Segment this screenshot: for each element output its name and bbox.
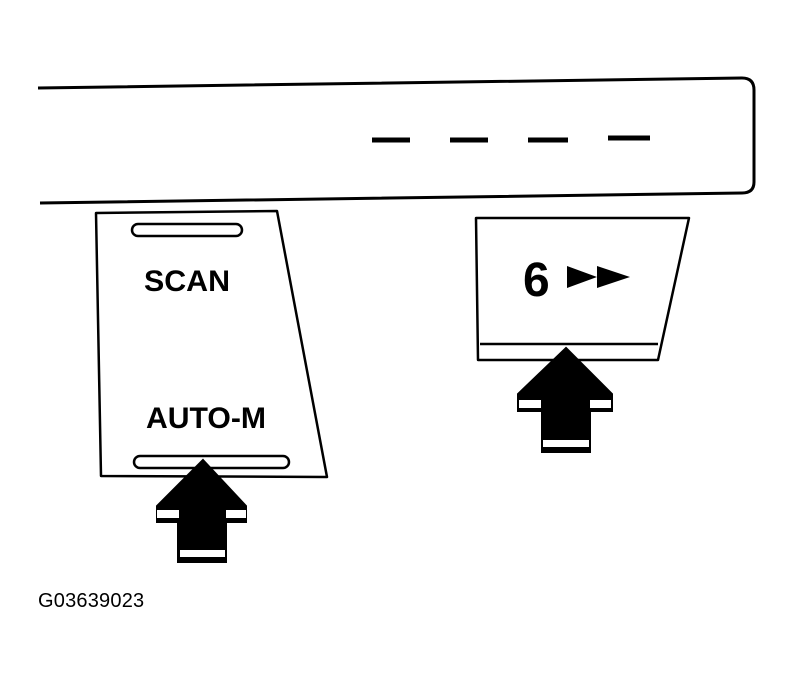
- scan-label: SCAN: [144, 265, 230, 298]
- fast-forward-icon: [567, 266, 630, 288]
- scan-indicator-slot: [130, 222, 244, 238]
- scan-auto-m-button[interactable]: SCAN AUTO-M: [94, 209, 329, 479]
- display-segments: [372, 135, 650, 143]
- preset-number-label: 6: [523, 254, 550, 307]
- figure-code: G03639023: [38, 590, 145, 612]
- preset-6-button[interactable]: 6: [474, 216, 691, 362]
- up-arrow-icon: [156, 458, 247, 563]
- display-panel: [37, 76, 756, 205]
- up-arrow-icon: [517, 346, 613, 453]
- auto-m-label: AUTO-M: [146, 402, 266, 435]
